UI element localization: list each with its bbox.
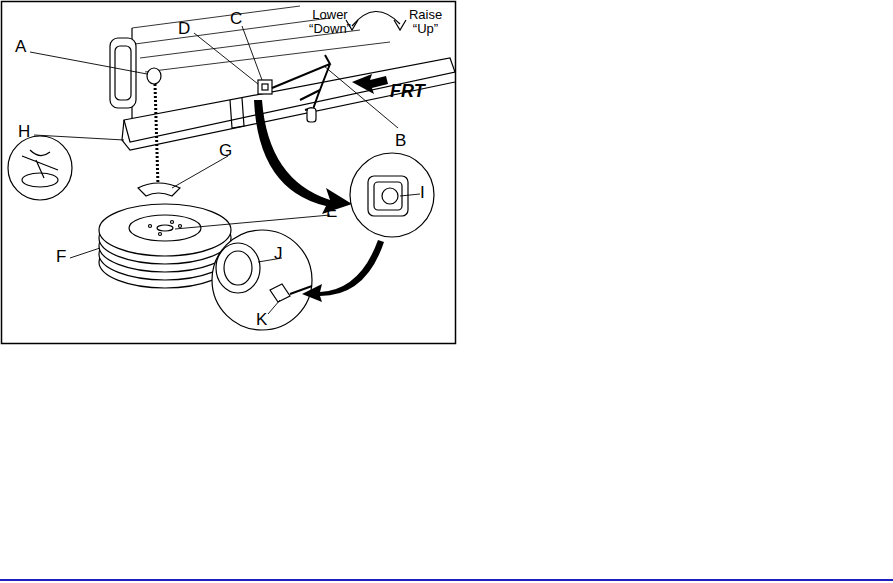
callout-letter: G [219,142,232,160]
direction-label: FRT [390,82,425,101]
callout-letter: C [230,10,242,28]
callout-letter: K [256,311,267,329]
callout-letter: E [326,203,337,221]
page-rule [0,579,893,581]
callout-letter: B [395,132,406,150]
callout-letter: I [420,184,425,202]
callout-letter: F [56,248,66,266]
rotation-arrow [346,11,406,30]
callout-letter: J [274,245,283,263]
callout-letter: A [15,38,26,56]
truck-rear [8,6,455,330]
direction-label: Raise “Up” [398,8,453,35]
callout-letter: H [18,123,30,141]
callout-letter: D [178,20,190,38]
arrows [254,74,388,302]
direction-label: Lower “Down” [300,8,360,35]
figure-frame [2,2,456,344]
